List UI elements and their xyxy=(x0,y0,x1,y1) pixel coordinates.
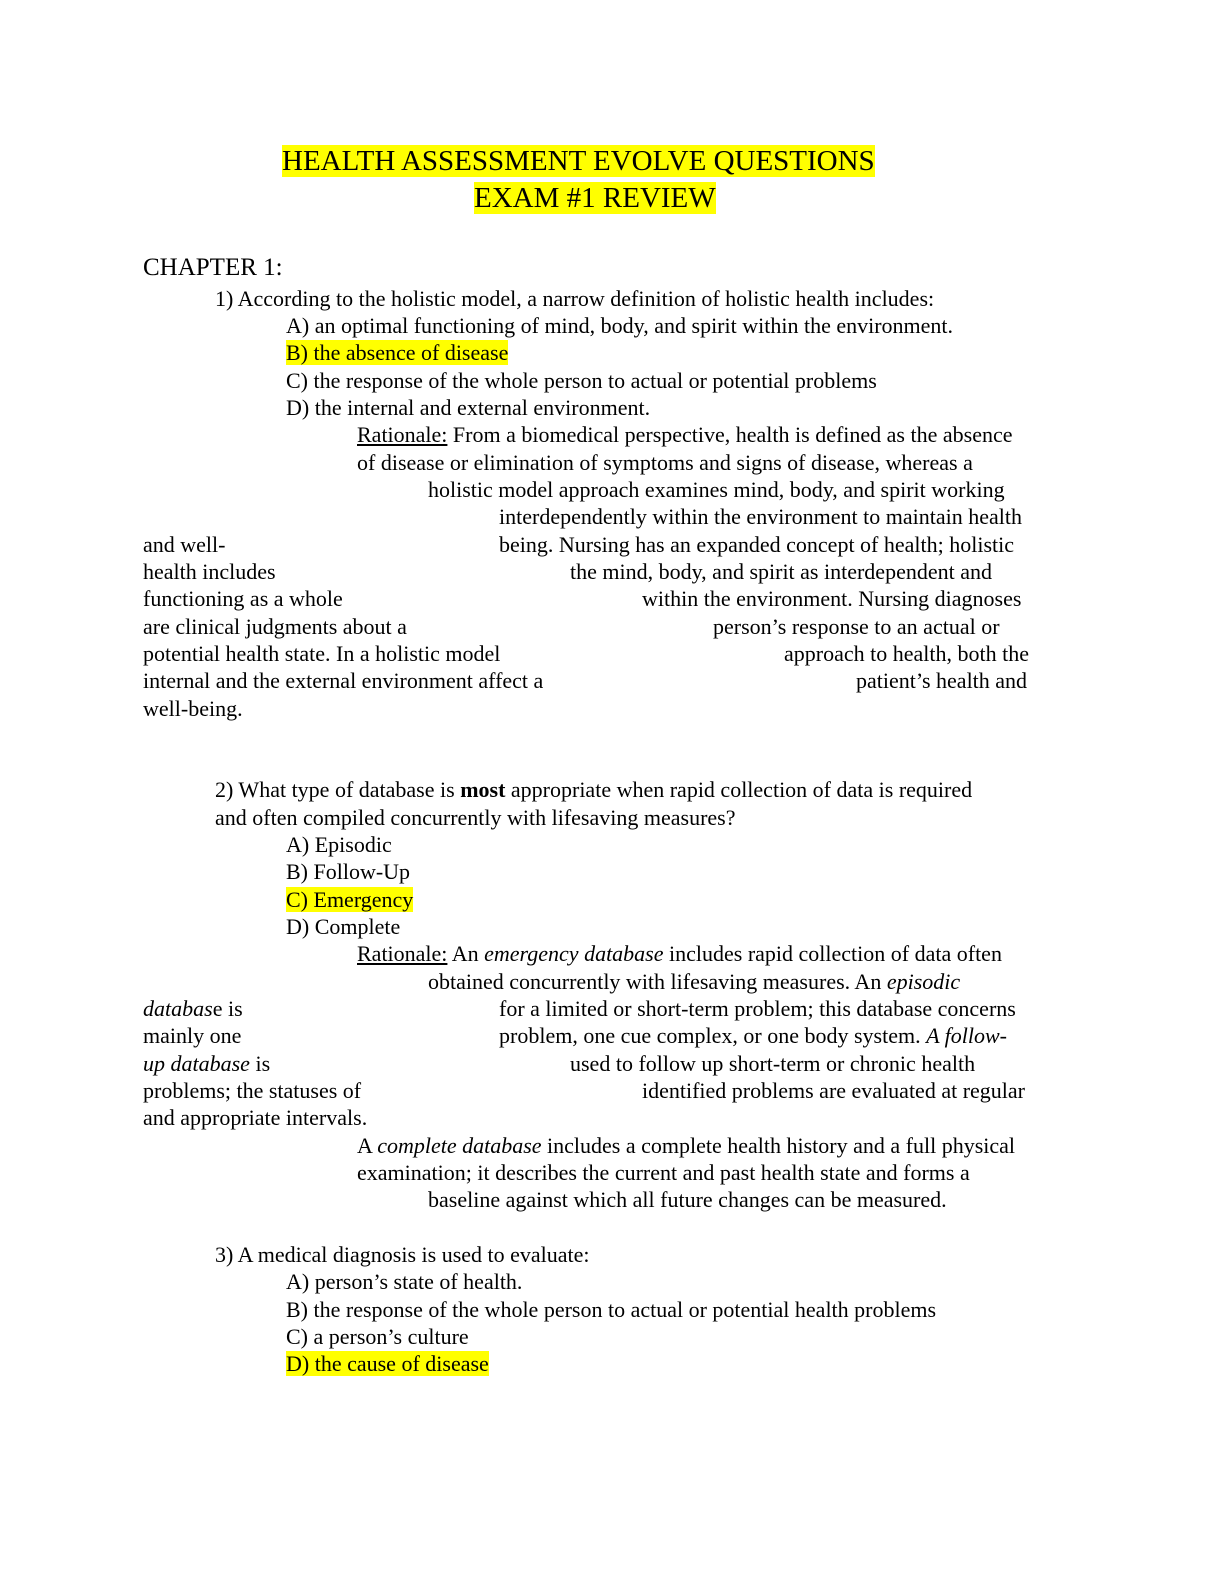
q1-left-fragment-1: and well- xyxy=(143,532,226,557)
q2-rationale-line-3: for a limited or short-term problem; thi… xyxy=(499,996,1016,1021)
q2-left-fragment-3: up database is xyxy=(143,1051,270,1077)
q2-rationale-line-2: obtained concurrently with lifesaving me… xyxy=(428,969,960,995)
q1-option-b: B) the absence of disease xyxy=(286,340,509,366)
q2-r4-pre: problem, one cue complex, or one body sy… xyxy=(499,1023,927,1048)
q2-rationale-line-9: baseline against which all future change… xyxy=(428,1187,947,1212)
q1-option-b-text: B) the absence of disease xyxy=(286,340,509,365)
q2-question-line-2: and often compiled concurrently with lif… xyxy=(215,805,736,830)
q2-r2-italic: episodic xyxy=(886,969,961,994)
q1-rationale-label: Rationale: xyxy=(357,422,448,447)
q2-left3-rest: is xyxy=(249,1051,271,1076)
q2-left-fragment-1: database is xyxy=(143,996,243,1022)
q2-rationale-line-4: problem, one cue complex, or one body sy… xyxy=(499,1023,1007,1049)
title-line-1: HEALTH ASSESSMENT EVOLVE QUESTIONS xyxy=(282,143,875,179)
q2-rationale-label: Rationale: xyxy=(357,941,448,966)
q3-option-a: A) person’s state of health. xyxy=(286,1269,523,1294)
q1-rationale-line-8: person’s response to an actual or xyxy=(713,614,1000,639)
q2-r4-italic: A follow- xyxy=(926,1023,1007,1048)
title-text-1: HEALTH ASSESSMENT EVOLVE QUESTIONS xyxy=(282,145,875,177)
q1-question: 1) According to the holistic model, a na… xyxy=(215,286,935,311)
q2-question-post: appropriate when rapid collection of dat… xyxy=(505,777,973,802)
q1-rationale-line-9: approach to health, both the xyxy=(784,641,1029,666)
q2-r7-pre: A xyxy=(357,1133,378,1158)
q1-rationale-line-10: patient’s health and xyxy=(856,668,1028,693)
title-line-2: EXAM #1 REVIEW xyxy=(474,180,716,216)
q1-rationale-line-3: holistic model approach examines mind, b… xyxy=(428,477,1005,502)
q2-left-fragment-5: and appropriate intervals. xyxy=(143,1105,368,1130)
q2-rationale-line-7: A complete database includes a complete … xyxy=(357,1133,1015,1159)
q2-question-bold: most xyxy=(460,777,506,802)
q3-question: 3) A medical diagnosis is used to evalua… xyxy=(215,1242,590,1267)
q2-left1-italic: databas xyxy=(143,996,213,1021)
q2-option-b: B) Follow-Up xyxy=(286,859,411,884)
q2-rationale-line-8: examination; it describes the current an… xyxy=(357,1160,970,1185)
q1-rationale-line-2: of disease or elimination of symptoms an… xyxy=(357,450,973,475)
q1-rationale-line-6: the mind, body, and spirit as interdepen… xyxy=(570,559,992,584)
q2-r1-pre: An xyxy=(447,941,485,966)
q3-option-d-text: D) the cause of disease xyxy=(286,1351,489,1376)
q2-rationale-line-5: used to follow up short-term or chronic … xyxy=(570,1051,976,1076)
q1-rationale-line-1: Rationale: From a biomedical perspective… xyxy=(357,422,1013,448)
q3-option-b: B) the response of the whole person to a… xyxy=(286,1297,937,1322)
q2-left1-rest: e is xyxy=(212,996,243,1021)
q2-left-fragment-4: problems; the statuses of xyxy=(143,1078,362,1103)
q2-r7-italic: complete database xyxy=(377,1133,542,1158)
q2-left3-italic: up database xyxy=(143,1051,250,1076)
q1-option-d: D) the internal and external environment… xyxy=(286,395,651,420)
q2-option-c-text: C) Emergency xyxy=(286,887,414,912)
q2-r2-pre: obtained concurrently with lifesaving me… xyxy=(428,969,887,994)
q2-option-a: A) Episodic xyxy=(286,832,392,857)
q2-option-c: C) Emergency xyxy=(286,887,414,913)
q2-question-line-1: 2) What type of database is most appropr… xyxy=(215,777,972,803)
title-text-2: EXAM #1 REVIEW xyxy=(474,182,716,214)
q1-left-fragment-7: well-being. xyxy=(143,696,243,721)
q2-option-d: D) Complete xyxy=(286,914,401,939)
q1-left-fragment-2: health includes xyxy=(143,559,276,584)
q2-rationale-line-1: Rationale: An emergency database include… xyxy=(357,941,1002,967)
chapter-heading: CHAPTER 1: xyxy=(143,254,283,281)
q1-left-fragment-4: are clinical judgments about a xyxy=(143,614,407,639)
q2-left-fragment-2: mainly one xyxy=(143,1023,242,1048)
q3-option-d: D) the cause of disease xyxy=(286,1351,489,1377)
q2-r1-italic: emergency database xyxy=(484,941,664,966)
q1-rationale-line-4: interdependently within the environment … xyxy=(499,504,1022,529)
q1-rationale-line-7: within the environment. Nursing diagnose… xyxy=(642,586,1022,611)
q1-option-a: A) an optimal functioning of mind, body,… xyxy=(286,313,954,338)
q1-option-c: C) the response of the whole person to a… xyxy=(286,368,877,393)
q1-rationale-line-5: being. Nursing has an expanded concept o… xyxy=(499,532,1015,557)
q2-r7-post: includes a complete health history and a… xyxy=(541,1133,1016,1158)
q1-left-fragment-3: functioning as a whole xyxy=(143,586,343,611)
q2-rationale-line-6: identified problems are evaluated at reg… xyxy=(642,1078,1025,1103)
q2-question-pre: 2) What type of database is xyxy=(215,777,461,802)
q2-r1-post: includes rapid collection of data often xyxy=(663,941,1002,966)
q1-rationale-text-1: From a biomedical perspective, health is… xyxy=(447,422,1013,447)
q1-left-fragment-5: potential health state. In a holistic mo… xyxy=(143,641,501,666)
q3-option-c: C) a person’s culture xyxy=(286,1324,469,1349)
q1-left-fragment-6: internal and the external environment af… xyxy=(143,668,544,693)
